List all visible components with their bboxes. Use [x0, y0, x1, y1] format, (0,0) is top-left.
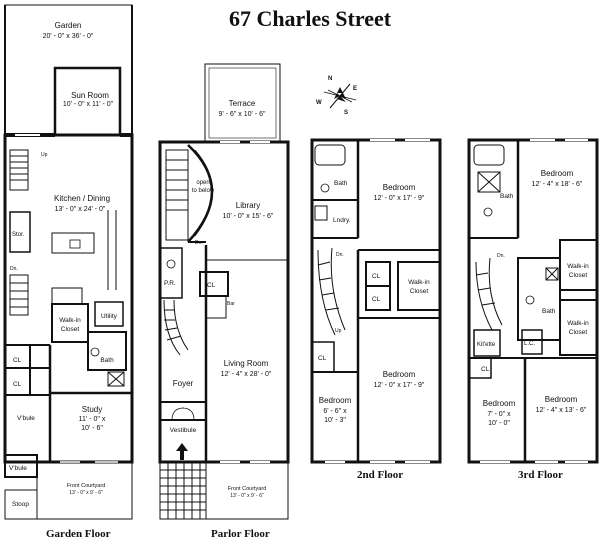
sun-room-dim: 10' - 0" x 11' - 0"	[63, 101, 114, 108]
bedroom-3b-label: Bedroom	[483, 399, 516, 408]
bedroom-2b-dim: 12' - 0" x 17' - 9"	[374, 382, 425, 389]
bar-label: Bar	[227, 301, 235, 307]
bedroom-3b-dim2: 10' - 0"	[488, 420, 510, 427]
bedroom-3c-label: Bedroom	[545, 395, 578, 404]
garden-label: Garden	[55, 21, 82, 30]
courtyard-garden-dim: 13' - 0" x 9' - 6"	[69, 490, 103, 496]
bedroom-3a-label: Bedroom	[541, 169, 574, 178]
bedroom-2c-dim1: 6' - 6" x	[323, 408, 347, 415]
cl-garden-1: CL	[13, 357, 22, 364]
bath-2-label: Bath	[334, 180, 348, 187]
walkin-3a-line1: Walk-in	[567, 263, 589, 270]
compass-n: N	[328, 76, 332, 82]
second-floor-label: 2nd Floor	[357, 469, 404, 481]
walkin-2-line2: Closet	[410, 288, 429, 295]
second-floor-plan	[310, 138, 442, 464]
garden-floor-plan	[3, 4, 134, 520]
living-room-dim: 12' - 4" x 28' - 0"	[221, 371, 272, 378]
cl-2b: CL	[372, 296, 381, 303]
cl-garden-2: CL	[13, 381, 22, 388]
walkin-3b-line1: Walk-in	[567, 320, 589, 327]
stair-dn-3: Dn.	[497, 253, 505, 259]
compass-rose-icon	[323, 83, 357, 109]
pr-label: P.R.	[164, 280, 176, 287]
parlor-floor-plan	[158, 63, 290, 520]
foyer-label: Foyer	[173, 379, 194, 388]
study-label: Study	[82, 405, 102, 414]
sun-room-walls	[53, 66, 122, 135]
bedroom-3c-dim: 12' - 4" x 13' - 6"	[536, 407, 587, 414]
walkin-3a-line2: Closet	[569, 272, 588, 279]
garden-floor-label: Garden Floor	[46, 528, 111, 540]
bath-3b-label: Bath	[542, 308, 556, 315]
bedroom-2c-dim2: 10' - 3"	[324, 417, 346, 424]
kitchen-label: Kitchen / Dining	[54, 194, 110, 203]
utility-label: Utility	[101, 313, 118, 320]
stair-up-2: Up	[335, 328, 342, 334]
compass-w: W	[316, 100, 322, 106]
study-dim1: 11' - 0" x	[79, 416, 106, 423]
bedroom-2b-label: Bedroom	[383, 370, 416, 379]
open-below-line1: open	[196, 180, 209, 186]
terrace-label: Terrace	[229, 99, 256, 108]
page-title: 67 Charles Street	[228, 6, 392, 31]
walkin-3b-line2: Closet	[569, 329, 588, 336]
stair-dn-label: Dn.	[10, 266, 18, 272]
compass-s: S	[344, 110, 348, 116]
bedroom-2a-dim: 12' - 0" x 17' - 9"	[374, 195, 425, 202]
cl-3: CL	[481, 366, 490, 373]
open-below-line2: to below	[192, 188, 215, 194]
stair-dn-2: Dn.	[336, 252, 344, 258]
courtyard-garden-label: Front Courtyard	[67, 483, 106, 489]
vbule-garden-1: V'bule	[17, 415, 35, 422]
bedroom-2a-label: Bedroom	[383, 183, 416, 192]
garden-dim: 20' - 0" x 36' - 0"	[43, 33, 94, 40]
courtyard-parlor-dim: 13' - 0" x 9' - 6"	[230, 493, 264, 499]
walkin-garden-line1: Walk-in	[59, 317, 81, 324]
bedroom-3b-dim1: 7' - 0" x	[487, 411, 511, 418]
stor-label: Stor.	[12, 232, 25, 238]
bath-3a-label: Bath	[500, 193, 514, 200]
compass-e: E	[353, 86, 357, 92]
stoop-label: Stoop	[12, 501, 29, 508]
bedroom-3a-dim: 12' - 4" x 18' - 6"	[532, 181, 583, 188]
courtyard-parlor-label: Front Courtyard	[228, 486, 267, 492]
stair-dn-parlor: Dn.	[195, 240, 203, 246]
library-dim: 10' - 0" x 15' - 6"	[223, 213, 274, 220]
library-label: Library	[236, 201, 260, 210]
cl-2c: CL	[318, 355, 327, 362]
study-dim2: 10' - 6"	[81, 425, 103, 432]
kitchen-dim: 13' - 0" x 24' - 0"	[55, 206, 106, 213]
kitchenette-label: Kit'ette	[477, 342, 496, 348]
sun-room-label: Sun Room	[71, 91, 109, 100]
vestibule-label: Vestibule	[170, 427, 197, 434]
vbule-garden-2: V'bule	[9, 465, 27, 472]
stair-up-label: Up	[41, 152, 48, 158]
laundry-label: Lndry.	[333, 217, 351, 224]
third-floor-plan	[467, 138, 599, 464]
bath-garden-label: Bath	[100, 357, 114, 364]
cl-2a: CL	[372, 273, 381, 280]
walkin-garden-line2: Closet	[61, 326, 80, 333]
lc-label: L.C.	[524, 341, 535, 347]
walkin-2-line1: Walk-in	[408, 279, 430, 286]
parlor-floor-label: Parlor Floor	[211, 528, 270, 540]
cl-parlor: CL	[207, 282, 216, 289]
third-floor-label: 3rd Floor	[518, 469, 563, 481]
terrace-dim: 9' - 6" x 10' - 6"	[219, 111, 266, 118]
bedroom-2c-label: Bedroom	[319, 396, 352, 405]
living-room-label: Living Room	[224, 359, 269, 368]
